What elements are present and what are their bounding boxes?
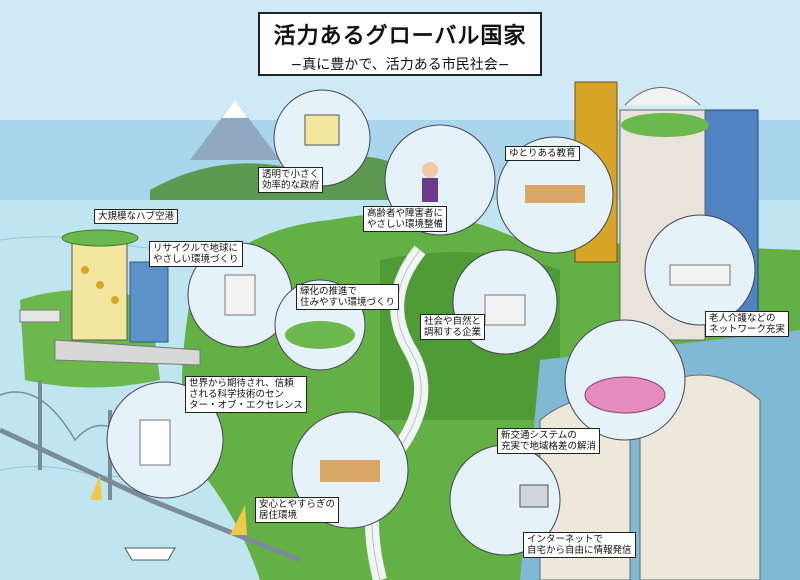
ship bbox=[124, 547, 176, 561]
title-banner: 活力あるグローバル国家 −真に豊かで、活力ある市民社会− bbox=[258, 12, 542, 76]
callout-internet: インターネットで 自宅から自由に情報発信 bbox=[523, 532, 636, 558]
callout-elderly-env: 高齢者や障害者に やさしい環境整備 bbox=[363, 206, 448, 232]
bubble-recycling bbox=[187, 242, 293, 348]
callout-green-city: 緑化の推進で 住みやすい環境づくり bbox=[296, 284, 400, 310]
bubble-care bbox=[644, 214, 756, 326]
callout-hub-airport: 大規模なハブ空港 bbox=[94, 209, 179, 224]
sailboat-2 bbox=[230, 505, 247, 535]
mountain-fuji bbox=[190, 100, 280, 160]
glass-tower-left bbox=[129, 261, 169, 343]
callout-care-network: 老人介護などの ネットワーク充実 bbox=[705, 311, 790, 337]
bubble-transport bbox=[564, 319, 686, 441]
callout-transport: 新交通システムの 充実で地域格差の解消 bbox=[497, 428, 601, 454]
bubble-internet bbox=[449, 444, 561, 556]
callout-government: 透明で小さく 効率的な政府 bbox=[258, 167, 324, 193]
callout-coexist: 社会や自然と 調和する企業 bbox=[420, 314, 486, 340]
page-subtitle: −真に豊かで、活力ある市民社会− bbox=[290, 57, 510, 73]
bubble-government bbox=[273, 89, 371, 187]
callout-education: ゆとりある教育 bbox=[505, 146, 580, 161]
sailboat-1 bbox=[90, 475, 102, 500]
callout-living: 安心とやすらぎの 居住環境 bbox=[255, 497, 340, 523]
bubble-education bbox=[496, 136, 614, 254]
harbor-pier bbox=[54, 339, 201, 366]
bridge bbox=[0, 427, 301, 563]
callout-science-center: 世界から期待され、信頼 される科学技術のセン ター・オブ・エクセレンス bbox=[185, 376, 307, 413]
callout-recycling: リサイクルで地球に やさしい環境づくり bbox=[149, 241, 243, 267]
airport-tower bbox=[71, 239, 128, 341]
page-title: 活力あるグローバル国家 bbox=[273, 24, 527, 49]
